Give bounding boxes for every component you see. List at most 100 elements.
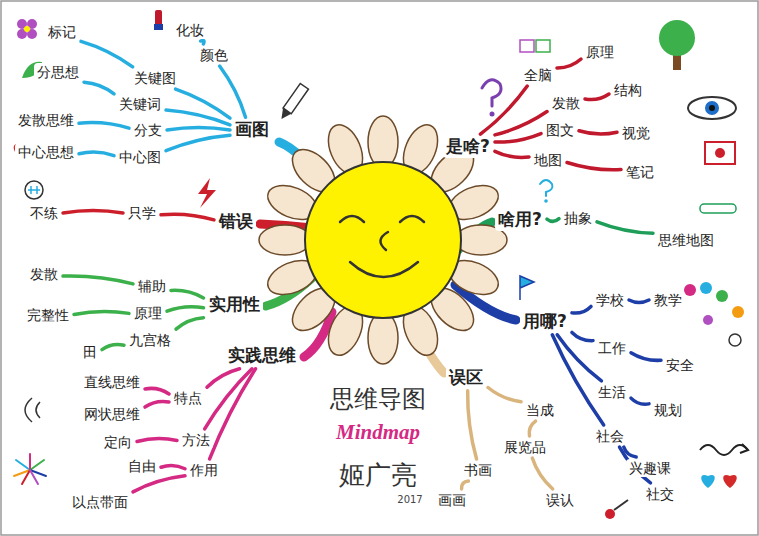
- word-text: 关键词: [119, 96, 161, 112]
- branch-word: 教学: [651, 291, 685, 309]
- branch-line: [167, 127, 230, 130]
- main-branch-word: 是啥?: [443, 136, 493, 158]
- word-text: 图文: [546, 122, 574, 138]
- branch-word: 结构: [611, 81, 645, 99]
- branch-word: 当成: [523, 401, 557, 419]
- branch-line: [597, 222, 653, 233]
- branch-line: [133, 476, 185, 492]
- branch-word: 田: [80, 343, 100, 361]
- branch-word: 社交: [643, 485, 677, 503]
- word-text: 实践思维: [228, 346, 296, 366]
- word-text: 直线思维: [84, 374, 140, 390]
- center-title: 思维导图: [330, 386, 426, 414]
- branch-word: 自由: [125, 457, 159, 475]
- branch-line: [631, 353, 661, 361]
- word-text: 中心图: [119, 149, 161, 165]
- branch-line: [557, 59, 581, 68]
- branch-word: 原理: [131, 304, 165, 322]
- branch-word: 分支: [131, 121, 165, 139]
- word-text: 化妆: [176, 22, 204, 38]
- branch-word: 地图: [531, 151, 565, 169]
- word-text: 兴趣课: [629, 460, 671, 476]
- branch-word: 笔记: [623, 163, 657, 181]
- branch-line: [567, 162, 621, 169]
- word-text: 误认: [546, 492, 574, 508]
- branch-line: [167, 307, 204, 311]
- branch-word: 中心思想: [15, 143, 77, 161]
- branch-word: 特点: [171, 389, 205, 407]
- branch-line: [161, 465, 185, 468]
- word-text: 规划: [654, 402, 682, 418]
- branch-line: [495, 134, 541, 143]
- branch-line: [210, 369, 256, 459]
- branch-line: [572, 306, 591, 313]
- word-text: 分思想: [37, 64, 79, 80]
- word-text: 实用性: [209, 295, 260, 315]
- branch-line: [161, 214, 214, 220]
- word-text: 原理: [134, 305, 162, 321]
- branch-word: 视觉: [619, 124, 653, 142]
- branch-word: 抽象: [561, 209, 595, 227]
- word-text: 颜色: [200, 47, 228, 63]
- word-text: 误区: [449, 368, 483, 388]
- branch-word: 全脑: [521, 66, 555, 84]
- branch-word: 书画: [461, 461, 495, 479]
- word-text: 全脑: [524, 67, 552, 83]
- branch-line: [166, 110, 230, 125]
- branch-word: 以点带面: [69, 493, 131, 511]
- branch-word: 完整性: [24, 306, 72, 324]
- branch-word: 中心图: [116, 148, 164, 166]
- branch-word: 工作: [595, 339, 629, 357]
- branch-word: 直线思维: [81, 373, 143, 391]
- word-text: 发散思维: [18, 112, 74, 128]
- branch-word: 化妆: [173, 21, 207, 39]
- main-branch-word: 误区: [446, 367, 486, 389]
- branch-line: [547, 219, 559, 222]
- word-text: 错误: [219, 212, 253, 232]
- word-text: 方法: [182, 432, 210, 448]
- word-text: 思维地图: [658, 232, 714, 248]
- branch-word: 发散: [549, 94, 583, 112]
- branch-word: 思维地图: [655, 231, 717, 249]
- branch-line: [145, 388, 169, 394]
- branch-word: 生活: [595, 383, 629, 401]
- word-text: 社交: [646, 486, 674, 502]
- branch-word: 规划: [651, 401, 685, 419]
- branch-line: [102, 344, 124, 349]
- main-branch-word: 实用性: [206, 294, 263, 316]
- word-text: 画图: [235, 120, 269, 140]
- word-text: 定向: [104, 434, 132, 450]
- word-text: 展览品: [504, 439, 546, 455]
- branch-word: 只学: [125, 204, 159, 222]
- branch-word: 关键图: [131, 69, 179, 87]
- word-text: 辅助: [138, 278, 166, 294]
- branch-word: 作用: [187, 461, 221, 479]
- branch-line: [63, 211, 123, 214]
- branch-line: [166, 135, 230, 150]
- sun-face: [340, 216, 424, 277]
- branch-line: [84, 82, 114, 94]
- word-text: 只学: [128, 205, 156, 221]
- word-text: 视觉: [622, 125, 650, 141]
- branch-line: [220, 66, 246, 117]
- branch-line: [63, 276, 133, 284]
- word-text: 网状思维: [84, 406, 140, 422]
- branch-word: 误认: [543, 491, 577, 509]
- word-text: 安全: [666, 357, 694, 373]
- branch-word: 定向: [101, 433, 135, 451]
- branch-line: [532, 458, 552, 489]
- word-text: 自由: [128, 458, 156, 474]
- main-branch-word: 用哪?: [520, 311, 570, 333]
- word-text: 不练: [30, 205, 58, 221]
- year-note: 2017: [397, 494, 422, 506]
- word-text: 是啥?: [446, 137, 490, 157]
- word-text: 作用: [190, 462, 218, 478]
- branch-line: [79, 152, 114, 156]
- branch-line: [137, 438, 177, 441]
- word-text: 关键图: [134, 70, 176, 86]
- branch-line: [572, 332, 593, 340]
- word-text: 特点: [174, 390, 202, 406]
- word-text: 笔记: [626, 164, 654, 180]
- sun: [305, 162, 461, 318]
